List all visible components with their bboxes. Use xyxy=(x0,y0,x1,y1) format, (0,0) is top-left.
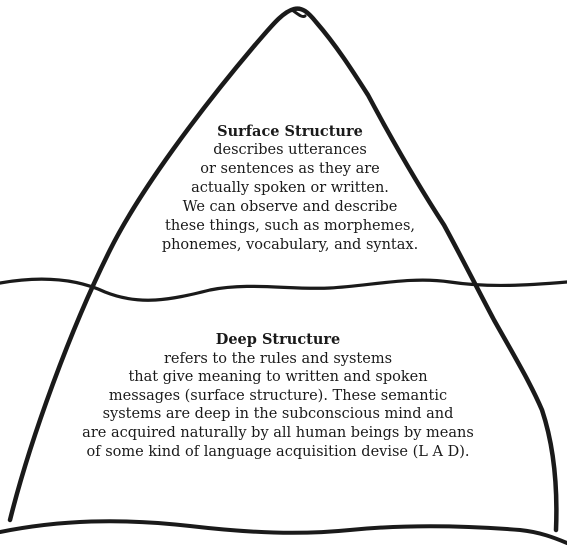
water-line xyxy=(0,277,567,302)
deep-line-2: that give meaning to written and spoken xyxy=(128,369,428,386)
deep-line-4: systems are deep in the subconscious min… xyxy=(102,406,454,423)
surface-line-1: describes utterances xyxy=(213,142,367,158)
surface-line-3: actually spoken or written. xyxy=(191,180,389,196)
deep-line-6: of some kind of language acquisition dev… xyxy=(86,443,470,460)
deep-line-5: are acquired naturally by all human bein… xyxy=(82,424,474,441)
iceberg-peak-notch xyxy=(290,8,307,18)
deep-line-1: refers to the rules and systems xyxy=(163,350,393,367)
surface-structure-heading: Surface Structure xyxy=(217,123,363,140)
deep-structure-heading: Deep Structure xyxy=(215,331,341,348)
bottom-line xyxy=(0,519,567,545)
surface-structure-text: Surface Structure describes utterances o… xyxy=(80,122,500,255)
surface-line-5: these things, such as morphemes, xyxy=(165,218,415,234)
surface-line-4: We can observe and describe xyxy=(182,199,398,215)
iceberg-outline xyxy=(7,6,559,533)
deep-line-3: messages (surface structure). These sema… xyxy=(108,387,448,404)
deep-structure-text: Deep Structure refers to the rules and s… xyxy=(8,331,548,461)
surface-line-6: phonemes, vocabulary, and syntax. xyxy=(161,237,419,253)
surface-line-2: or sentences as they are xyxy=(200,161,380,177)
